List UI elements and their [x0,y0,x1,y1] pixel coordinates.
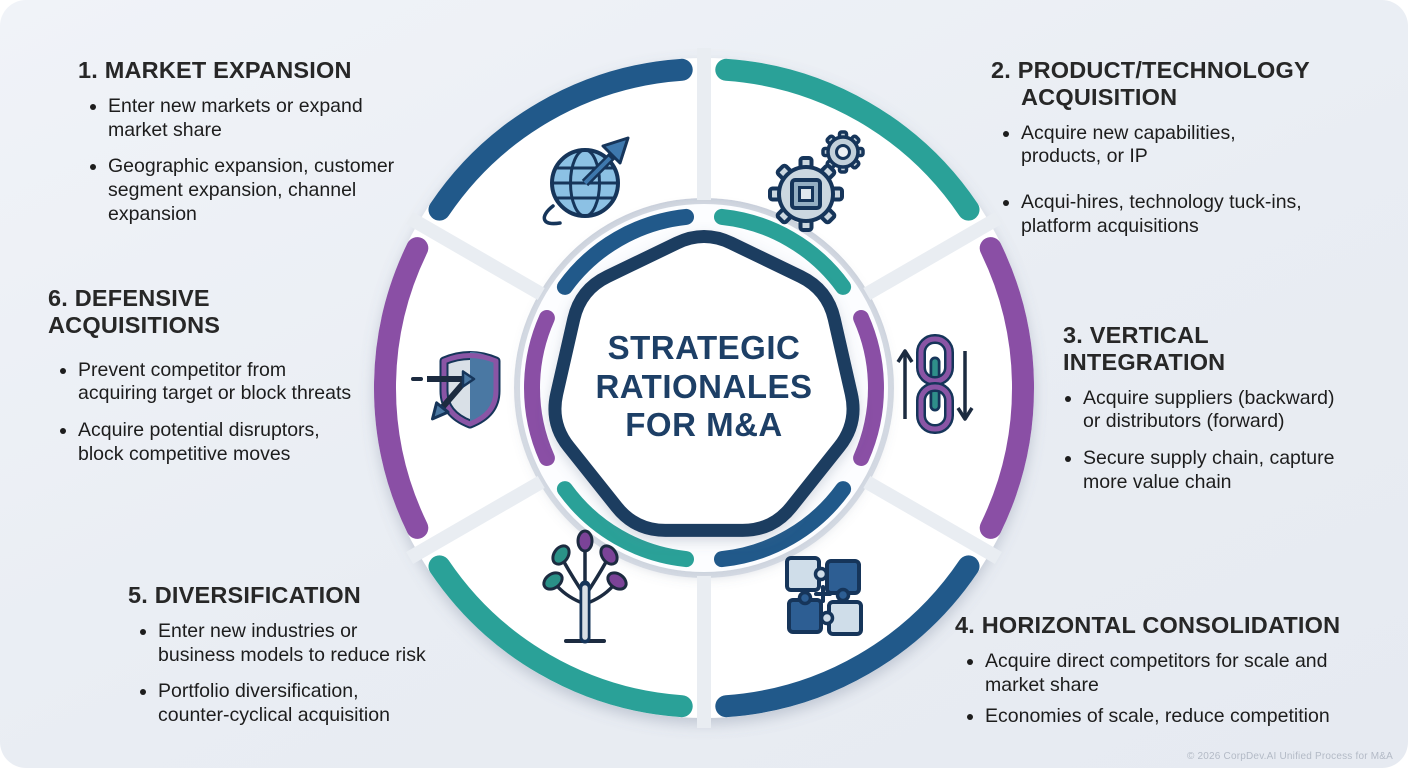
band-defensive-acquisitions [373,237,429,539]
heading-line: 1. MARKET EXPANSION [78,57,352,83]
ring-arc-horizontal-consolidation [714,481,852,568]
band-diversification [428,555,693,718]
section-defensive-acquisitions: 6. DEFENSIVE ACQUISITIONS Prevent compet… [48,285,358,480]
band-vertical-integration [979,237,1035,539]
section-market-expansion: 1. MARKET EXPANSION Enter new markets or… [78,57,403,240]
wedge-separators [406,48,1002,728]
bullet-item: Acqui-hires, technology tuck-ins, platfo… [1021,191,1311,239]
copyright-note: © 2026 CorpDev.AI Unified Process for M&… [1186,751,1393,762]
section-bullets: Acquire direct competitors for scale and… [955,650,1333,729]
chain-links-icon [896,334,974,434]
heading-line: 2. PRODUCT/TECHNOLOGY [991,57,1310,83]
section-horizontal-consolidation: 4. HORIZONTAL CONSOLIDATION Acquire dire… [955,612,1341,742]
bullet-item: Acquire new capabilities, products, or I… [1021,122,1311,170]
section-bullets: Enter new markets or expand market share… [78,95,403,227]
growth-tree-icon [542,529,628,644]
section-heading: 4. HORIZONTAL CONSOLIDATION [955,612,1341,639]
section-bullets: Acquire suppliers (backward) or distribu… [1063,387,1343,495]
ring-arc-market-expansion [556,208,694,295]
diagram-title-line: FOR M&A [625,406,783,444]
diagram-title: STRATEGIC RATIONALES FOR M&A [544,329,864,445]
bullet-item: Acquire potential disruptors, block comp… [78,419,358,467]
ring-arc-product-technology [714,208,852,295]
ring-arc-vertical-integration [853,310,884,466]
heading-line: ACQUISITIONS [48,311,221,338]
diagram-title-line: RATIONALES [595,367,813,405]
heading-line: 6. DEFENSIVE [48,285,210,311]
section-bullets: Acquire new capabilities, products, or I… [991,122,1311,239]
center-heptagon [548,230,860,537]
heading-line: INTEGRATION [1063,348,1226,375]
bullet-item: Acquire direct competitors for scale and… [985,650,1333,698]
bullet-item: Enter new industries or business models … [158,620,430,668]
inner-ring [524,208,884,568]
bullet-item: Geographic expansion, customer segment e… [108,155,403,226]
bullet-item: Acquire suppliers (backward) or distribu… [1083,387,1343,435]
section-diversification: 5. DIVERSIFICATION Enter new industries … [128,582,430,741]
section-product-technology-acquisition: 2. PRODUCT/TECHNOLOGY ACQUISITION Acquir… [991,57,1311,252]
bullet-item: Prevent competitor from acquiring target… [78,359,358,407]
ring-arc-diversification [556,481,694,568]
heading-line: ACQUISITION [1021,83,1178,110]
section-heading: 5. DIVERSIFICATION [128,582,430,609]
outer-bands [373,58,1035,718]
bullet-item: Portfolio diversification, counter-cycli… [158,680,430,728]
bullet-item: Secure supply chain, capture more value … [1083,447,1343,495]
diagram-title-line: STRATEGIC [607,329,801,366]
section-heading: 3. VERTICAL INTEGRATION [1063,322,1343,376]
section-heading: 1. MARKET EXPANSION [78,57,403,84]
puzzle-pieces-icon [785,556,863,636]
section-heading: 2. PRODUCT/TECHNOLOGY ACQUISITION [991,57,1311,111]
band-product-technology [715,58,980,221]
section-heading: 6. DEFENSIVE ACQUISITIONS [48,285,358,339]
heading-line: 3. VERTICAL [1063,322,1209,348]
section-vertical-integration: 3. VERTICAL INTEGRATION Acquire supplier… [1063,322,1343,508]
bullet-item: Economies of scale, reduce competition [985,705,1333,729]
band-horizontal-consolidation [715,555,980,718]
gears-chip-icon [768,130,865,232]
heading-line: 4. HORIZONTAL CONSOLIDATION [955,612,1341,638]
heading-line: 5. DIVERSIFICATION [128,582,361,608]
globe-growth-icon [542,136,630,226]
ring-arc-defensive-acquisitions [524,310,555,466]
section-bullets: Prevent competitor from acquiring target… [48,359,358,467]
band-market-expansion [428,58,693,221]
shield-deflect-icon [411,351,501,429]
section-bullets: Enter new industries or business models … [128,620,430,728]
bullet-item: Enter new markets or expand market share [108,95,403,143]
